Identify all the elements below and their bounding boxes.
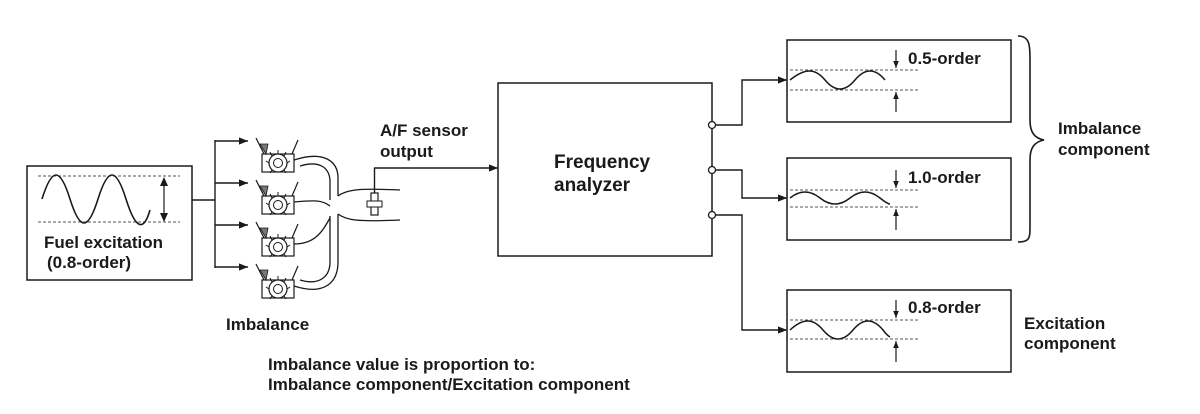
fuel-wave — [41, 174, 151, 226]
analyzer-title-line2: analyzer — [554, 175, 631, 196]
fuel-excitation-order-label: (0.8-order) — [47, 253, 132, 272]
imbalance-component-label-line1: Imbalance — [1058, 119, 1142, 138]
order-label-0-5: 0.5-order — [908, 49, 981, 68]
af-sensor-output-label: output — [380, 142, 433, 161]
order-label-0-8: 0.8-order — [908, 298, 981, 317]
fuel-excitation-box — [26, 165, 193, 281]
output-box-0-8-order — [786, 289, 1012, 373]
engine-illustration — [255, 137, 401, 300]
analyzer-title-line1: Frequency — [554, 152, 651, 173]
excitation-component-label-line2: component — [1024, 334, 1116, 353]
output-box-1-0-order — [786, 157, 1012, 241]
imbalance-brace — [1017, 35, 1045, 243]
af-sensor-label: A/F sensor — [380, 121, 468, 140]
engine-imbalance-label: Imbalance — [226, 315, 310, 334]
excitation-component-label-line1: Excitation — [1024, 314, 1106, 333]
fuel-excitation-label: Fuel excitation — [44, 233, 164, 252]
note-line2: Imbalance component/Excitation component — [268, 375, 630, 394]
output-box-0-5-order — [786, 39, 1012, 123]
note-line1: Imbalance value is proportion to: — [268, 355, 536, 374]
order-label-1-0: 1.0-order — [908, 168, 981, 187]
imbalance-component-label-line2: component — [1058, 140, 1150, 159]
